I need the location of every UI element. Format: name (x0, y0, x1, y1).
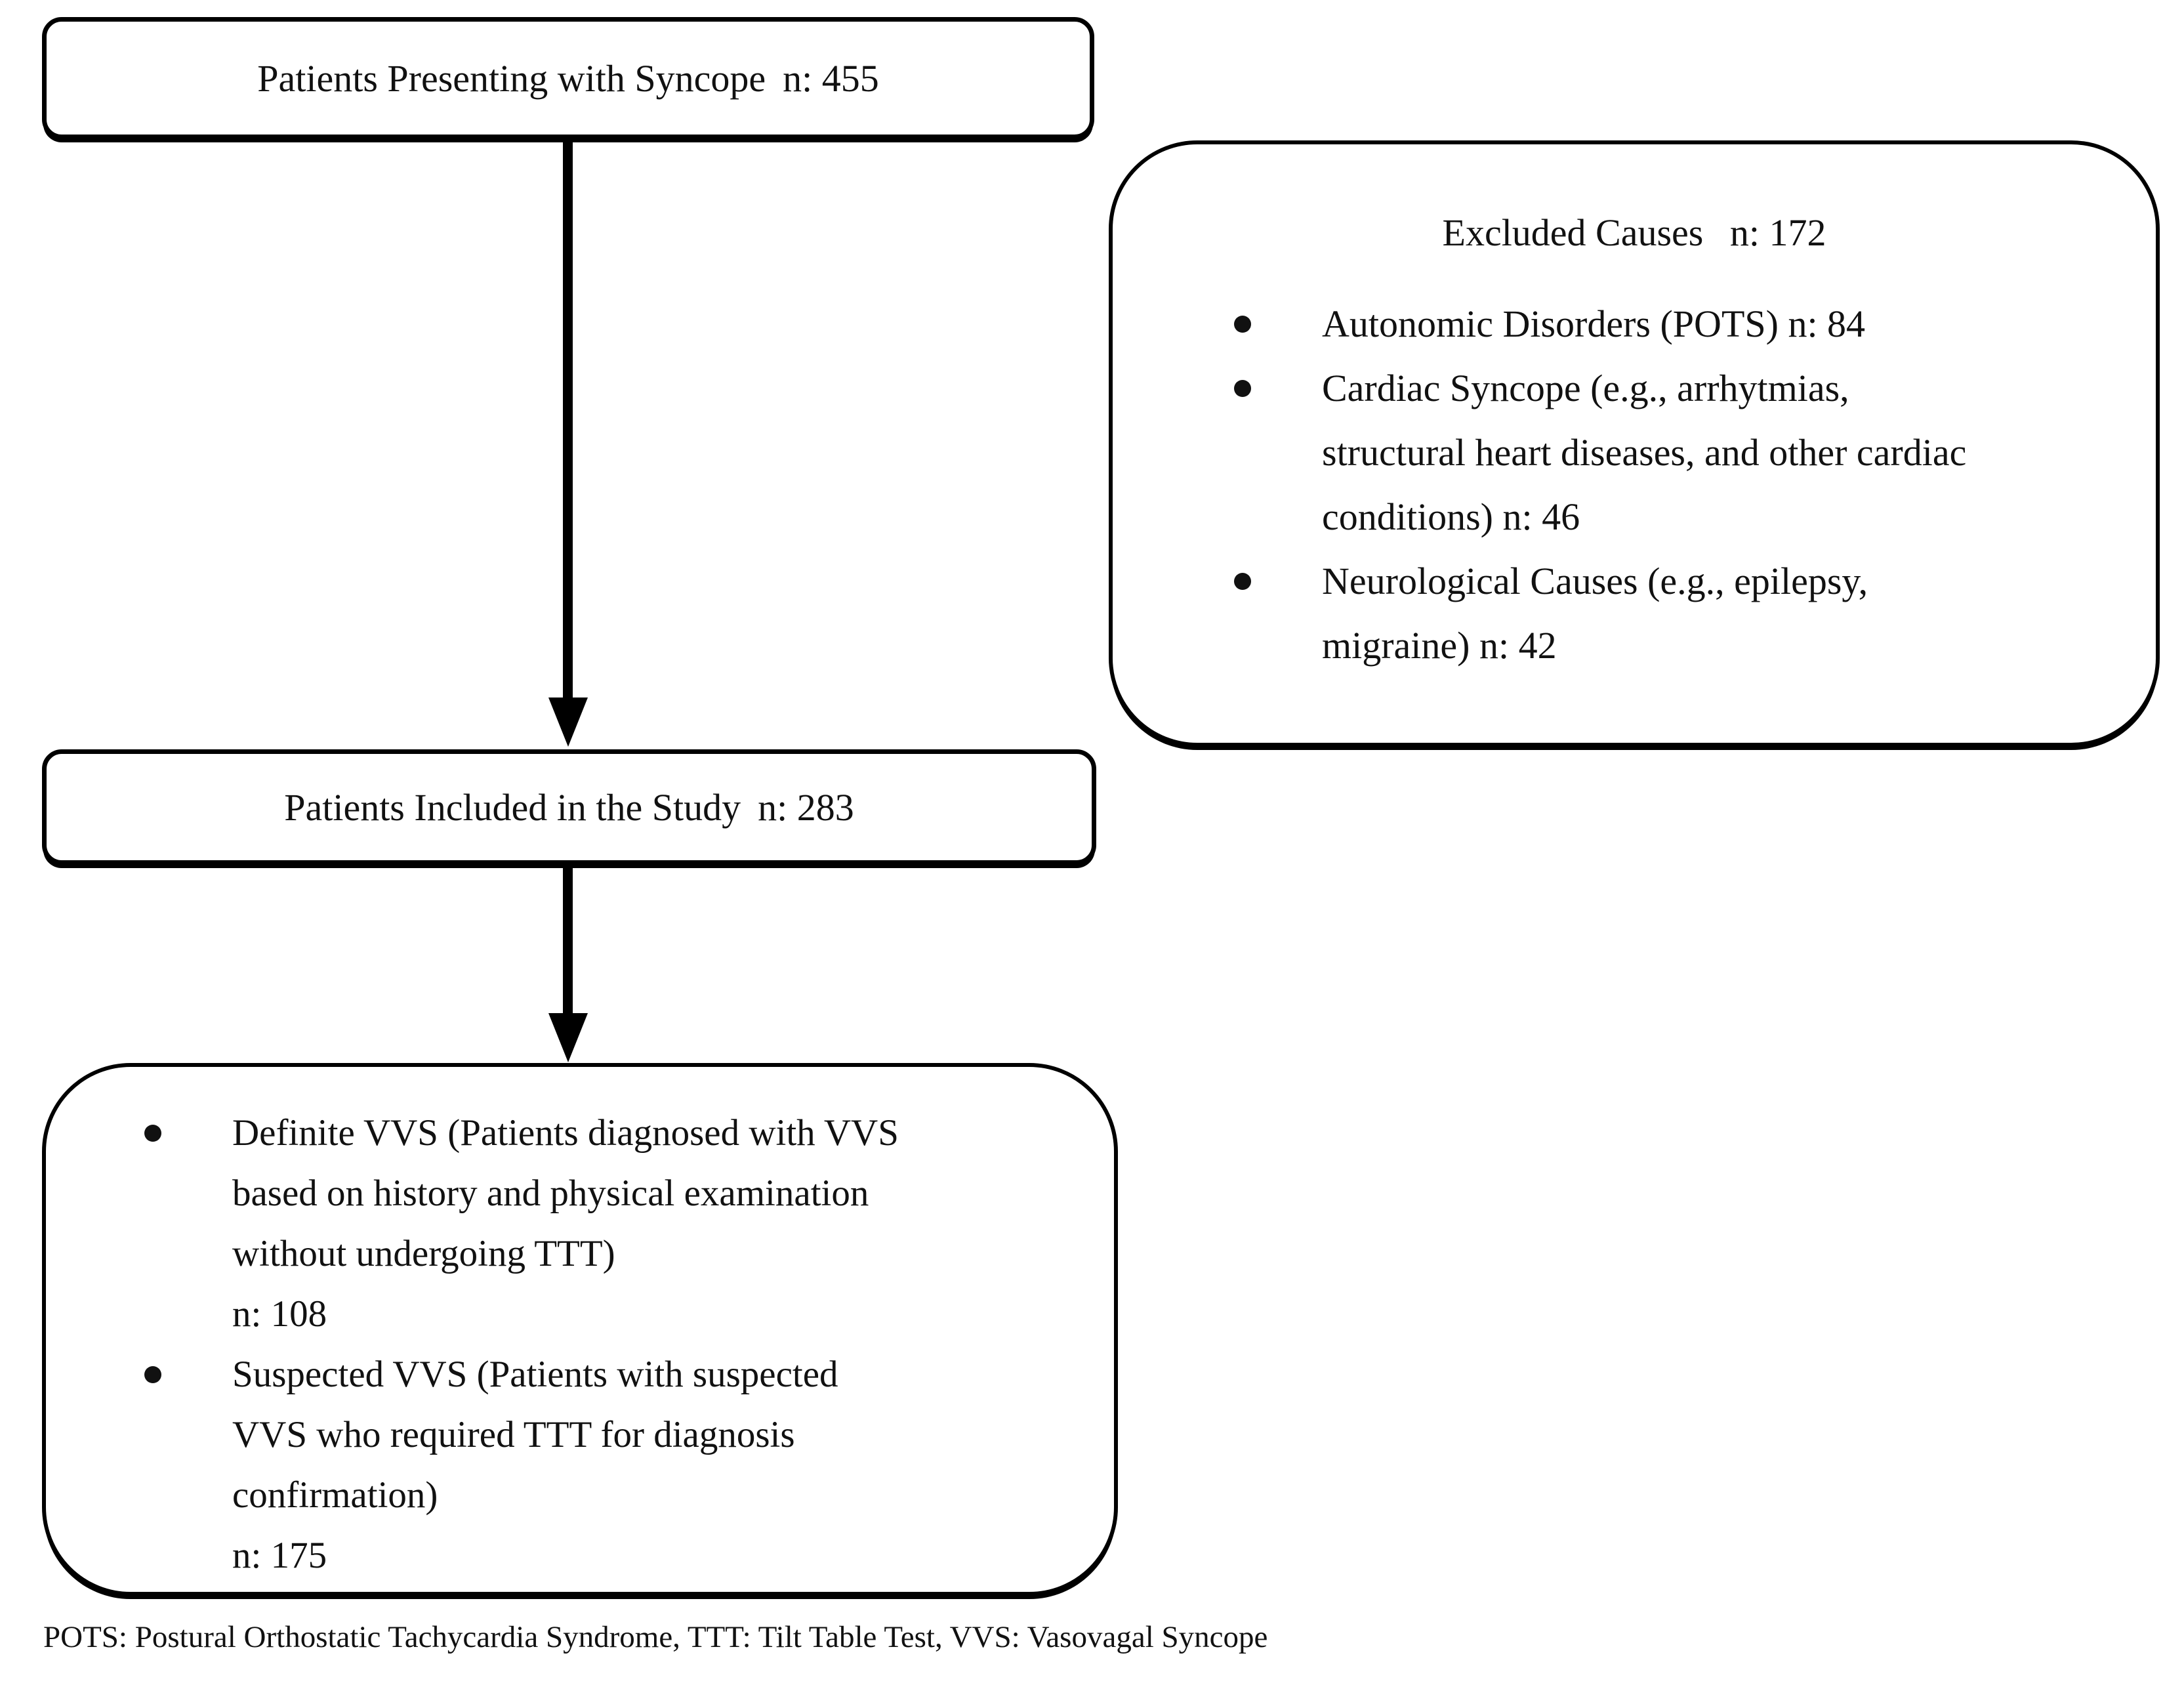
included-count: n: 283 (758, 785, 854, 829)
presenting-box: Patients Presenting with Syncope n: 455 (42, 17, 1094, 139)
vvs-list: Definite VVS (Patients diagnosed with VV… (144, 1103, 1061, 1586)
arrow-down-line-2 (563, 864, 573, 1014)
vvs-item: Definite VVS (Patients diagnosed with VV… (232, 1103, 908, 1344)
vvs-classification-box: Definite VVS (Patients diagnosed with VV… (42, 1063, 1118, 1596)
arrow-down-head-2-icon (548, 1013, 588, 1062)
bullet-icon (1234, 573, 1251, 590)
list-item: Autonomic Disorders (POTS) n: 84 (1234, 292, 2090, 356)
excluded-item-text: Autonomic Disorders (POTS) n: 84 (1322, 302, 1866, 345)
included-box: Patients Included in the Study n: 283 (42, 749, 1096, 865)
included-label: Patients Included in the Study (284, 785, 741, 829)
bullet-icon (1234, 316, 1251, 333)
list-item: Cardiac Syncope (e.g., arrhytmias, struc… (1234, 356, 2090, 549)
excluded-causes-box: Excluded Causes n: 172 Autonomic Disorde… (1109, 140, 2160, 747)
bullet-icon (1234, 380, 1251, 397)
excluded-title-count: n: 172 (1729, 211, 1826, 254)
list-item: Neurological Causes (e.g., epilepsy, mig… (1234, 549, 2090, 678)
vvs-item-text: Definite VVS (Patients diagnosed with VV… (232, 1112, 899, 1274)
arrow-down-head-1-icon (548, 698, 588, 747)
vvs-item-count: n: 175 (232, 1535, 327, 1576)
presenting-count: n: 455 (783, 56, 879, 100)
abbreviations-footnote: POTS: Postural Orthostatic Tachycardia S… (43, 1620, 1268, 1654)
bullet-icon (144, 1366, 161, 1383)
excluded-item-text: Neurological Causes (e.g., epilepsy, mig… (1322, 560, 1868, 667)
vvs-item: Suspected VVS (Patients with suspected V… (232, 1344, 908, 1586)
excluded-list: Autonomic Disorders (POTS) n: 84 Cardiac… (1234, 292, 2090, 678)
presenting-label: Patients Presenting with Syncope (257, 56, 766, 100)
list-item: Definite VVS (Patients diagnosed with VV… (144, 1103, 1061, 1344)
vvs-item-text: Suspected VVS (Patients with suspected V… (232, 1354, 838, 1516)
list-item: Suspected VVS (Patients with suspected V… (144, 1344, 1061, 1586)
arrow-down-line-1 (563, 139, 573, 699)
vvs-item-count: n: 108 (232, 1293, 327, 1335)
bullet-icon (144, 1125, 161, 1142)
excluded-title-label: Excluded Causes (1442, 211, 1704, 254)
excluded-item-text: Cardiac Syncope (e.g., arrhytmias, struc… (1322, 367, 1967, 538)
excluded-title: Excluded Causes n: 172 (1234, 200, 2034, 266)
